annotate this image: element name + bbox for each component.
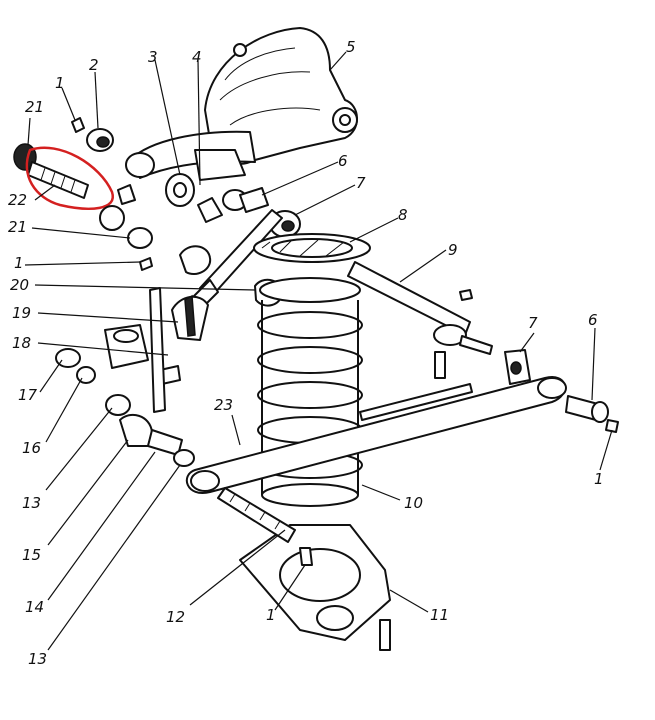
- callout-1: 1: [14, 254, 24, 272]
- callout-20: 20: [10, 276, 29, 294]
- upper-arm-shock-absorber: [125, 27, 358, 181]
- callout-labels: 21 22 1 2 3 4 5 6 7 8 9 21 1 20 19 18 17…: [8, 38, 604, 668]
- callout-16: 16: [22, 439, 41, 457]
- callout-14: 14: [25, 598, 44, 616]
- coil-spring: [257, 277, 363, 507]
- callout-6: 6: [588, 311, 598, 329]
- callout-23: 23: [214, 396, 233, 414]
- callout-4: 4: [192, 48, 202, 66]
- callout-12: 12: [166, 608, 185, 626]
- callout-1: 1: [266, 606, 276, 624]
- lower-link-right: [347, 261, 493, 379]
- small-fasteners-top: [71, 117, 114, 152]
- callout-9: 9: [448, 241, 458, 259]
- bottom-mount-plate: [217, 487, 391, 651]
- callout-19: 19: [12, 304, 31, 322]
- callout-5: 5: [346, 38, 356, 56]
- callout-1: 1: [55, 74, 65, 92]
- left-bushings: [99, 184, 153, 271]
- callout-17: 17: [18, 386, 38, 404]
- right-bushings: [504, 349, 619, 433]
- callout-10: 10: [404, 494, 423, 512]
- red-highlight-circle: [25, 146, 115, 210]
- callout-21: 21: [8, 218, 27, 236]
- callout-6: 6: [338, 152, 348, 170]
- highlighted-stud-bolt: [13, 143, 115, 210]
- callout-21: 21: [25, 98, 44, 116]
- callout-2: 2: [89, 56, 99, 74]
- lower-control-arm: [185, 376, 567, 494]
- callout-7: 7: [356, 174, 366, 192]
- callout-15: 15: [22, 546, 41, 564]
- callout-22: 22: [8, 191, 27, 209]
- callout-11: 11: [430, 606, 449, 624]
- callout-13: 13: [22, 494, 41, 512]
- callout-18: 18: [12, 334, 31, 352]
- callout-1: 1: [594, 470, 604, 488]
- callout-13: 13: [28, 650, 47, 668]
- upper-bushings: [165, 173, 301, 238]
- callout-8: 8: [398, 206, 408, 224]
- callout-3: 3: [148, 48, 158, 66]
- callout-7: 7: [528, 314, 538, 332]
- spring-seat-plate: [253, 233, 371, 263]
- leader-lines: [24, 51, 613, 651]
- left-bracket-assembly: [55, 287, 195, 467]
